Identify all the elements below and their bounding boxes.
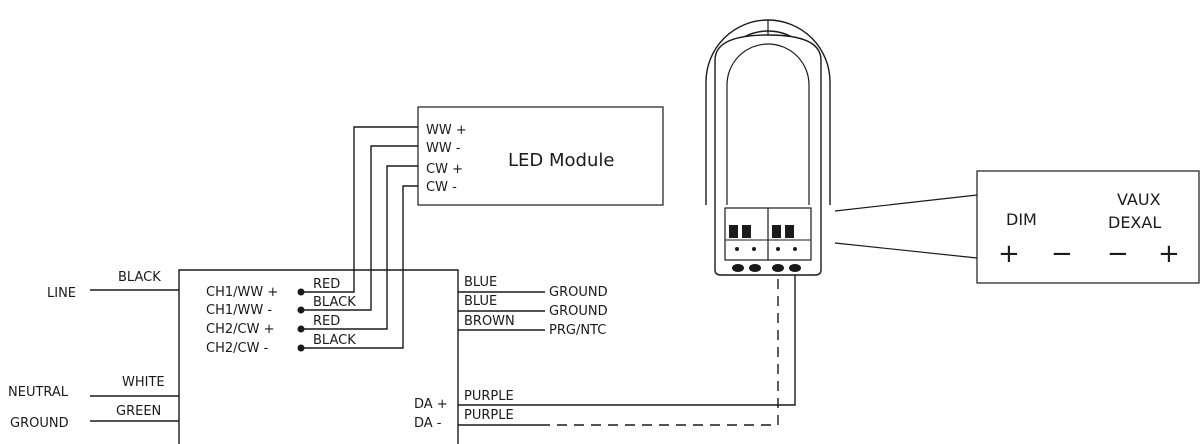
ww-plus-wire [301,126,418,293]
dim-minus-symbol: − [1051,239,1073,269]
ww-minus-wire [301,145,418,311]
ch1-ww-plus-label: CH1/WW + [206,285,278,300]
led-terminal-ww-minus: WW - [426,141,461,156]
dim-label: DIM [1006,210,1037,229]
ch1-ww-minus-label: CH1/WW - [206,303,272,318]
led-module-box [417,106,664,206]
brand-line-1: VAUX [1117,190,1161,209]
dimmer-label-box [976,170,1200,284]
dim-plus-symbol: + [998,239,1020,269]
brand-minus-symbol: − [1107,239,1129,269]
purple-wire-2-label: PURPLE [464,408,514,423]
black-wire-1-label: BLACK [313,295,356,310]
line-terminal-label: LINE [47,286,76,301]
ground-aux-2-label: GROUND [549,304,608,319]
black-input-wire-label: BLACK [118,270,161,285]
white-wire-label: WHITE [122,375,165,390]
green-wire-label: GREEN [116,404,161,419]
blue-wire-2-label: BLUE [464,294,497,309]
blue-wire-1-label: BLUE [464,275,497,290]
brown-wire-label: BROWN [464,314,515,329]
da-minus-wire-dashed [540,272,779,426]
led-terminal-cw-minus: CW - [426,180,457,195]
neutral-terminal-label: NEUTRAL [8,385,69,400]
driver-box [178,269,459,444]
callout-line-bottom [834,242,978,259]
brand-plus-symbol: + [1158,239,1180,269]
led-terminal-ww-plus: WW + [426,123,467,138]
ground-input-terminal-label: GROUND [10,416,69,431]
da-minus-label: DA - [414,416,442,431]
red-wire-2-label: RED [313,314,340,329]
dimmer-device [705,19,831,276]
cw-minus-wire [301,185,418,349]
prg-ntc-label: PRG/NTC [549,323,606,338]
black-wire-2-label: BLACK [313,333,356,348]
da-plus-label: DA + [414,397,448,412]
ch2-cw-plus-label: CH2/CW + [206,322,274,337]
led-terminal-cw-plus: CW + [426,162,463,177]
purple-wire-1-label: PURPLE [464,389,514,404]
ch2-cw-minus-label: CH2/CW - [206,341,269,356]
led-module-title: LED Module [508,150,614,171]
callout-line-top [834,194,978,212]
da-plus-wire [458,272,796,406]
red-wire-1-label: RED [313,277,340,292]
cw-plus-wire [301,165,418,330]
brand-line-2: DEXAL [1108,213,1161,232]
ground-aux-1-label: GROUND [549,285,608,300]
